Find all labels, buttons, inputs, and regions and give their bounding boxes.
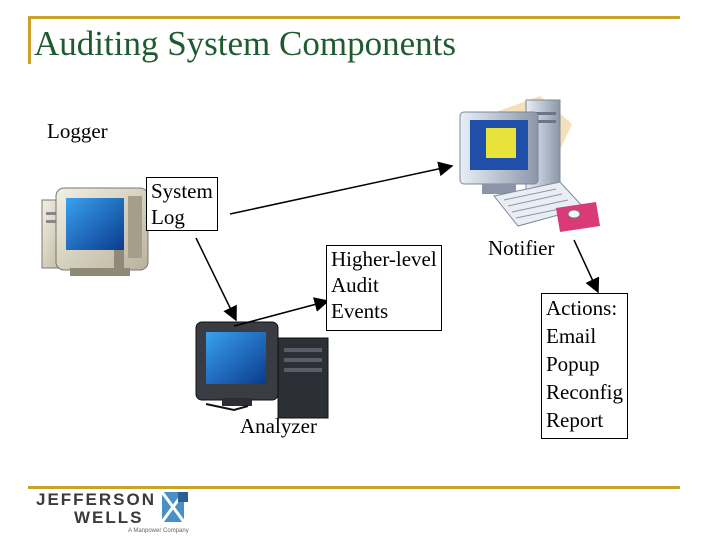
higher-level-line: Audit <box>331 273 379 297</box>
title-left-rule <box>28 16 31 64</box>
actions-box: Actions: Email Popup Reconfig Report <box>541 293 628 439</box>
slide-title: Auditing System Components <box>34 24 456 63</box>
footer-rule <box>28 486 680 489</box>
jefferson-wells-logo-icon <box>160 491 188 523</box>
higher-level-line: Events <box>331 299 389 323</box>
system-log-line: System <box>151 179 213 203</box>
higher-level-events-box: Higher-level Audit Events <box>326 245 442 331</box>
logo-tagline: A Manpower Company <box>128 528 189 534</box>
arrow-analyzer-to-events <box>233 297 330 327</box>
arrow-systemlog-to-notifier <box>229 161 454 215</box>
actions-line: Report <box>546 408 604 432</box>
arrow-systemlog-to-analyzer <box>195 237 237 322</box>
analyzer-computer-icon <box>195 321 329 419</box>
actions-line: Actions: <box>546 296 618 320</box>
actions-line: Popup <box>546 352 600 376</box>
actions-line: Email <box>546 324 597 348</box>
notifier-label: Notifier <box>488 236 555 260</box>
system-log-line: Log <box>151 205 185 229</box>
logo-line-2: WELLS <box>74 508 144 527</box>
system-log-box: System Log <box>146 177 218 231</box>
logger-computer-icon <box>41 187 149 276</box>
analyzer-label: Analyzer <box>240 414 317 438</box>
logo-line-1: JEFFERSON <box>36 490 157 509</box>
arrow-notifier-to-actions <box>573 239 600 294</box>
actions-line: Reconfig <box>546 380 623 404</box>
title-top-rule <box>28 16 680 19</box>
higher-level-line: Higher-level <box>331 247 437 271</box>
notifier-computer-icon <box>459 96 600 232</box>
logger-label: Logger <box>47 119 108 143</box>
